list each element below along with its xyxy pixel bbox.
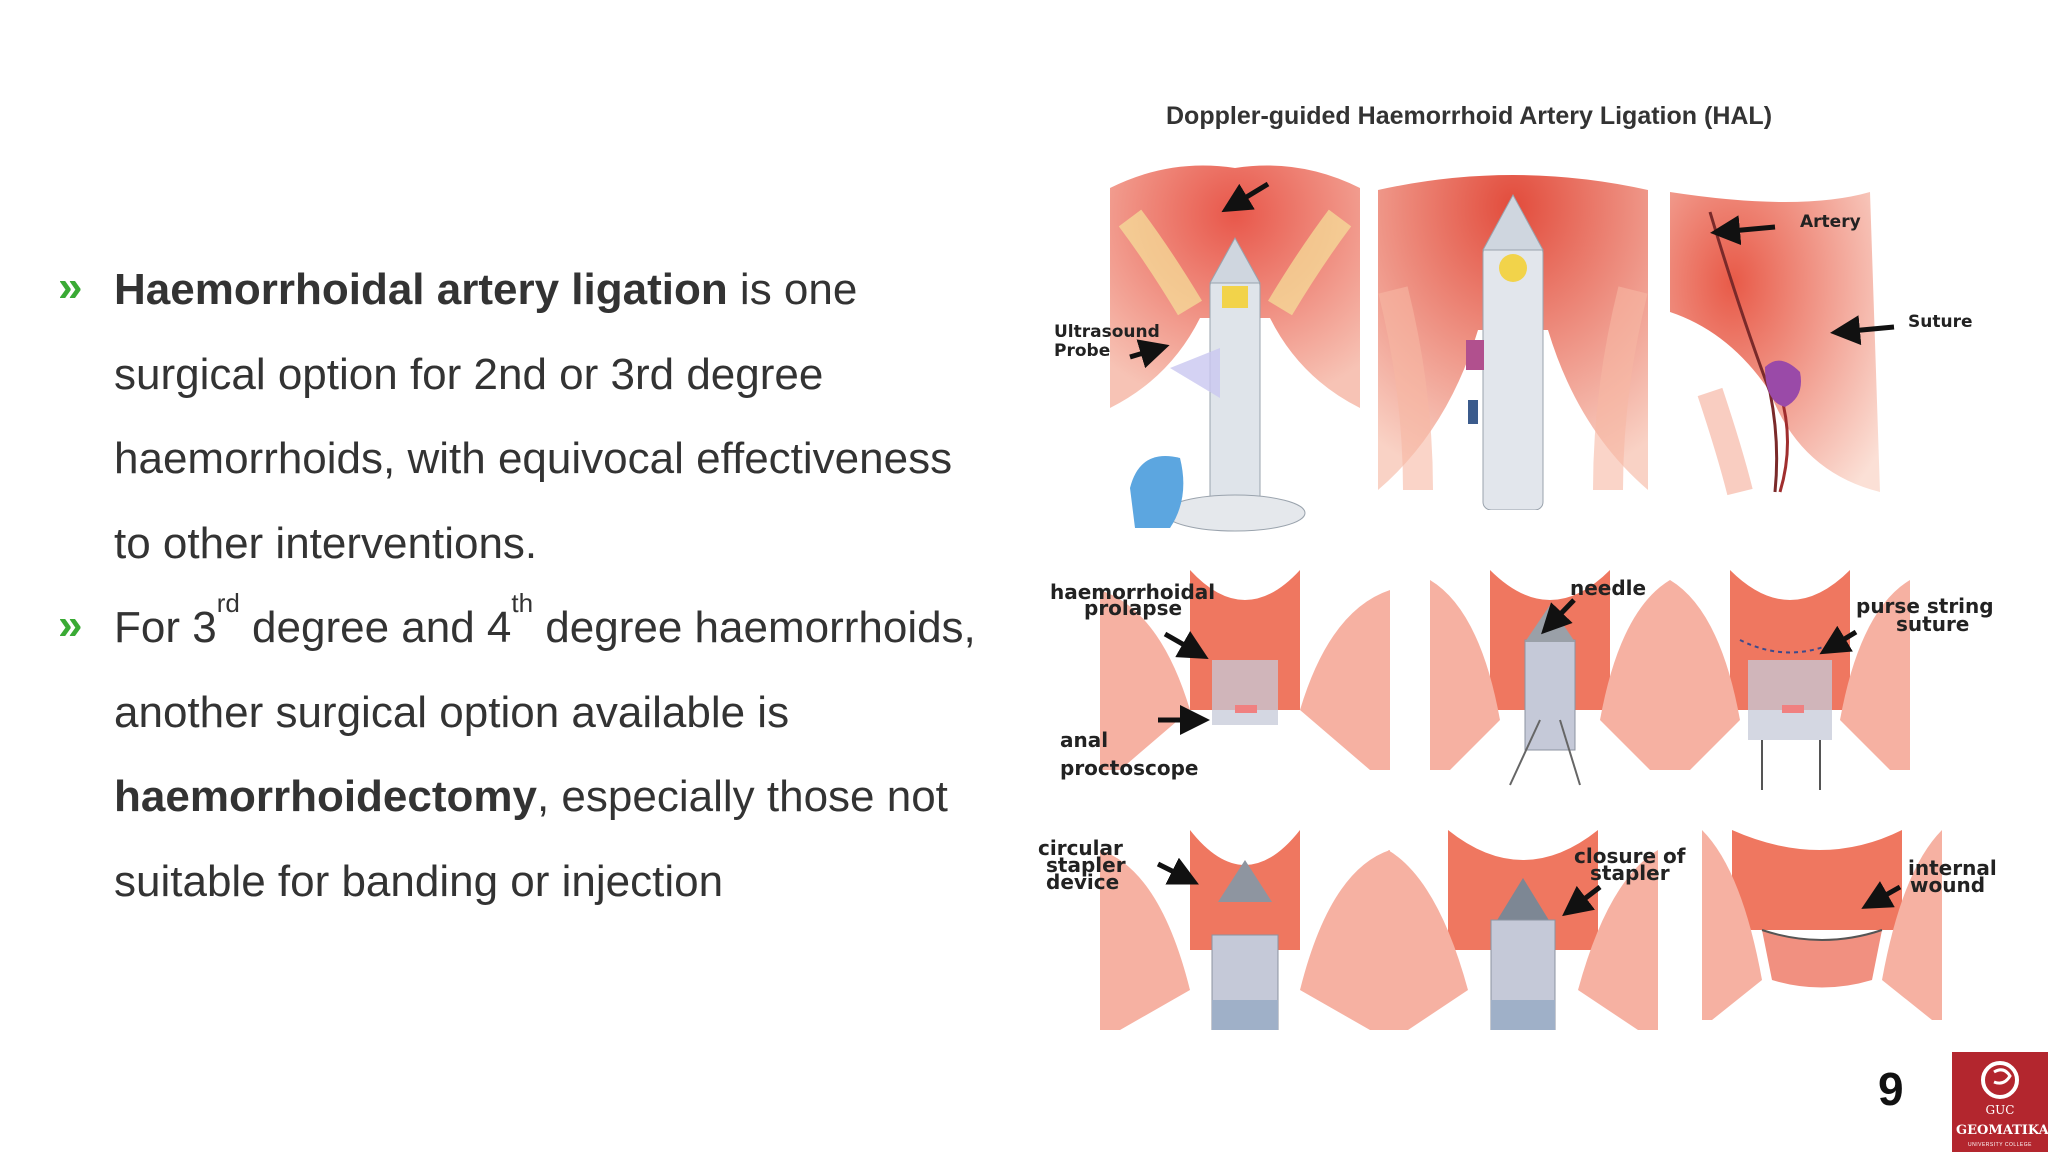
bullet-text: degree haemorrhoids, another surgical op… <box>114 603 976 737</box>
label-purse-string: purse string <box>1856 594 1994 618</box>
label-internal: internal <box>1908 856 1997 880</box>
hal-figure: Doppler-guided Haemorrhoid Artery Ligati… <box>1030 92 1997 1032</box>
bullet-marker-icon: » <box>58 600 83 649</box>
bullet-text: For 3 <box>114 603 217 652</box>
label-artery: Artery <box>1800 212 1861 232</box>
bullet-text: , especially those not suitable for band… <box>114 772 948 906</box>
bullet-text: degree and 4 <box>239 603 512 652</box>
label-ultrasound: Ultrasound <box>1054 322 1160 342</box>
label-probe: Probe <box>1054 341 1111 361</box>
superscript: rd <box>216 588 240 618</box>
university-logo: GUC GEOMATIKA UNIVERSITY COLLEGE <box>1952 1052 2048 1152</box>
page-number: 9 <box>1878 1063 1904 1115</box>
label-anal: anal <box>1060 728 1109 752</box>
label-needle: needle <box>1570 576 1647 600</box>
label-haemorrhoidal: haemorrhoidal <box>1050 580 1216 604</box>
label-proctoscope: proctoscope <box>1060 756 1199 780</box>
bullet-text: is one surgical option for 2nd or 3rd de… <box>114 265 953 568</box>
logo-text: GEOMATIKA <box>1956 1123 2048 1138</box>
bullet-list: » Haemorrhoidal artery ligation is one s… <box>58 248 978 924</box>
illustration-prolapse <box>1100 570 1390 770</box>
illustration-circular-stapler <box>1100 830 1390 1030</box>
bullet-item: » For 3rd degree and 4th degree haemorrh… <box>58 586 978 924</box>
label-stapler: stapler <box>1046 853 1126 877</box>
illustration-probe <box>1110 158 1360 538</box>
illustration-ligation <box>1378 170 1648 510</box>
logo-mark-icon: GUC <box>1981 1061 2019 1117</box>
illustration-needle <box>1430 570 1670 790</box>
label-purse-suture: suture <box>1896 612 1970 636</box>
label-prolapse: prolapse <box>1084 596 1183 620</box>
label-closure-of: closure of <box>1574 844 1686 868</box>
illustration-internal-wound <box>1702 830 1942 1020</box>
illustration-purse-string <box>1670 570 1910 790</box>
label-circular: circular <box>1038 836 1123 860</box>
arrow-icons <box>1129 181 1902 917</box>
label-device: device <box>1046 870 1120 894</box>
label-wound: wound <box>1910 873 1986 897</box>
logo-subtext: UNIVERSITY COLLEGE <box>1968 1142 2032 1148</box>
bullet-marker-icon: » <box>58 262 83 311</box>
logo-mark: GUC <box>1986 1103 2015 1117</box>
bullet-bold-text: Haemorrhoidal artery ligation <box>114 265 728 314</box>
illustration-artery-suture <box>1670 192 1940 502</box>
figure-title: Doppler-guided Haemorrhoid Artery Ligati… <box>1166 102 1773 130</box>
label-closure-stapler: stapler <box>1590 861 1670 885</box>
label-suture: Suture <box>1908 312 1973 332</box>
bullet-item: » Haemorrhoidal artery ligation is one s… <box>58 248 978 586</box>
illustration-closure-stapler <box>1388 830 1658 1030</box>
superscript: th <box>511 588 534 618</box>
bullet-bold-text: haemorrhoidectomy <box>114 772 537 821</box>
